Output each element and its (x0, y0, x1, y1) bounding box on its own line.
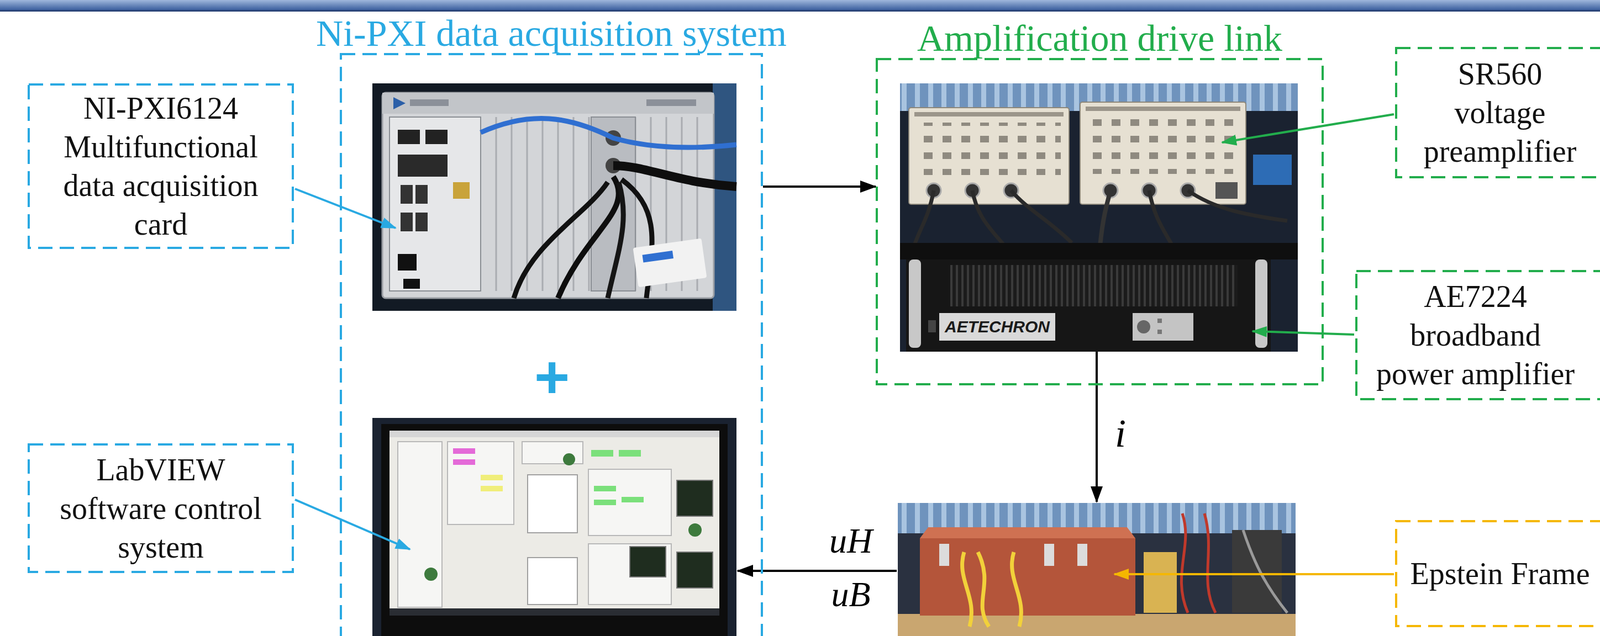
amplifier-photo (900, 83, 1298, 352)
dashed-border (28, 444, 293, 573)
plus-sign: + (534, 346, 570, 408)
leader-line (1252, 331, 1355, 335)
dashed-border (1356, 271, 1600, 400)
box-text: SR560 voltage preamplifier (1411, 54, 1589, 171)
group-box: Ni-PXI data acquisition system (339, 53, 763, 636)
group-box: Amplification drive link (875, 58, 1324, 386)
dashed-border (1396, 48, 1600, 178)
dashed-border (28, 84, 293, 249)
signal-name: i (1114, 413, 1126, 454)
box-text: NI-PXI6124 Multifunctional data acquisit… (40, 88, 281, 244)
callout-box: Epstein Frame (1395, 520, 1600, 628)
group-title: Amplification drive link (917, 17, 1283, 60)
box-content: AE7224 broadband power amplifier (1355, 270, 1600, 401)
callout-box: LabVIEW software control system (27, 443, 294, 574)
box-text: LabVIEW software control system (40, 450, 281, 567)
brand-label: AETECHRON (944, 318, 1050, 336)
dashed-border (340, 54, 762, 636)
callout-box: SR560 voltage preamplifier (1395, 46, 1600, 179)
box-content: SR560 voltage preamplifier (1395, 46, 1600, 179)
connector-arrow (762, 185, 876, 188)
labview-monitor-photo (372, 418, 737, 636)
pxi-chassis-photo (372, 83, 737, 312)
signal-name: uH (829, 523, 873, 560)
top-bar (0, 0, 1600, 10)
leader-line (1222, 114, 1394, 143)
box-content: NI-PXI6124 Multifunctional data acquisit… (27, 83, 294, 250)
group-title: Ni-PXI data acquisition system (316, 12, 787, 55)
dashed-outline (875, 58, 1324, 386)
dashed-outline (339, 53, 763, 636)
epstein-frame-photo (897, 503, 1296, 636)
signal-name: uB (830, 577, 871, 613)
leader-line (1114, 573, 1394, 576)
box-text: Epstein Frame (1409, 554, 1590, 594)
dashed-border (876, 59, 1323, 385)
current-arrow (1095, 351, 1098, 503)
leader-line (295, 188, 396, 229)
box-content: LabVIEW software control system (27, 443, 294, 574)
callout-box: NI-PXI6124 Multifunctional data acquisit… (27, 83, 294, 250)
callout-box: AE7224 broadband power amplifier (1355, 270, 1600, 401)
dashed-border (1396, 521, 1600, 627)
leader-line (295, 500, 410, 550)
box-text: AE7224 broadband power amplifier (1371, 277, 1580, 394)
box-content: Epstein Frame (1395, 520, 1600, 628)
